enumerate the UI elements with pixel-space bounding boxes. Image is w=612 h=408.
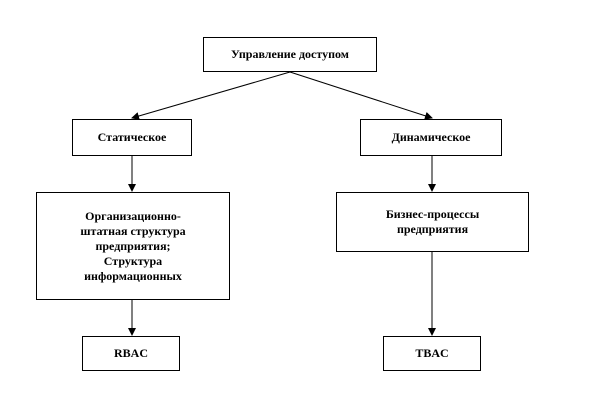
- node-business-processes: Бизнес-процессы предприятия: [336, 192, 529, 252]
- node-rbac: RBAC: [82, 336, 180, 371]
- node-tbac: TBAC: [383, 336, 481, 371]
- node-static: Статическое: [72, 119, 192, 156]
- node-dynamic: Динамическое: [360, 119, 502, 156]
- edge-root-to-static: [131, 71, 291, 120]
- edge-root-to-dynamic: [289, 71, 433, 120]
- node-org-structure: Организационно- штатная структура предпр…: [36, 192, 230, 300]
- node-access-control: Управление доступом: [203, 37, 377, 72]
